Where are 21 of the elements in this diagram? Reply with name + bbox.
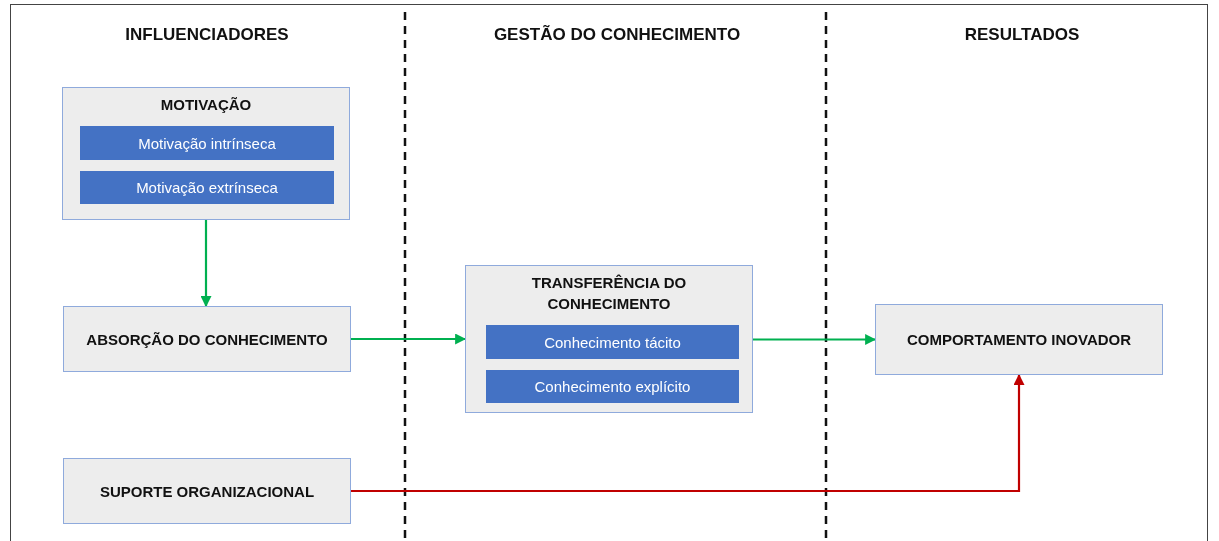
box-title: MOTIVAÇÃO (159, 95, 253, 115)
process-box (465, 265, 753, 413)
arrow (351, 333, 467, 345)
process-box (62, 87, 350, 220)
column-heading: GESTÃO DO CONHECIMENTO (493, 25, 741, 45)
column-heading: INFLUENCIADORES (125, 25, 289, 45)
box-title: SUPORTE ORGANIZACIONAL (99, 482, 315, 500)
column-heading: RESULTADOS (964, 25, 1080, 45)
sub-item-box: Motivação intrínseca (80, 126, 334, 160)
sub-item-box: Motivação extrínseca (80, 171, 334, 204)
process-box (63, 306, 351, 372)
arrow (351, 373, 1025, 493)
process-box (875, 304, 1163, 375)
sub-item-box: Conhecimento explícito (486, 370, 739, 403)
box-title: COMPORTAMENTO INOVADOR (906, 331, 1132, 348)
process-box (63, 458, 351, 524)
arrow (200, 220, 212, 308)
box-title: TRANSFERÊNCIA DO CONHECIMENTO (530, 273, 688, 314)
box-title: ABSORÇÃO DO CONHECIMENTO (86, 330, 328, 348)
sub-item-box: Conhecimento tácito (486, 325, 739, 359)
arrow (753, 334, 877, 345)
